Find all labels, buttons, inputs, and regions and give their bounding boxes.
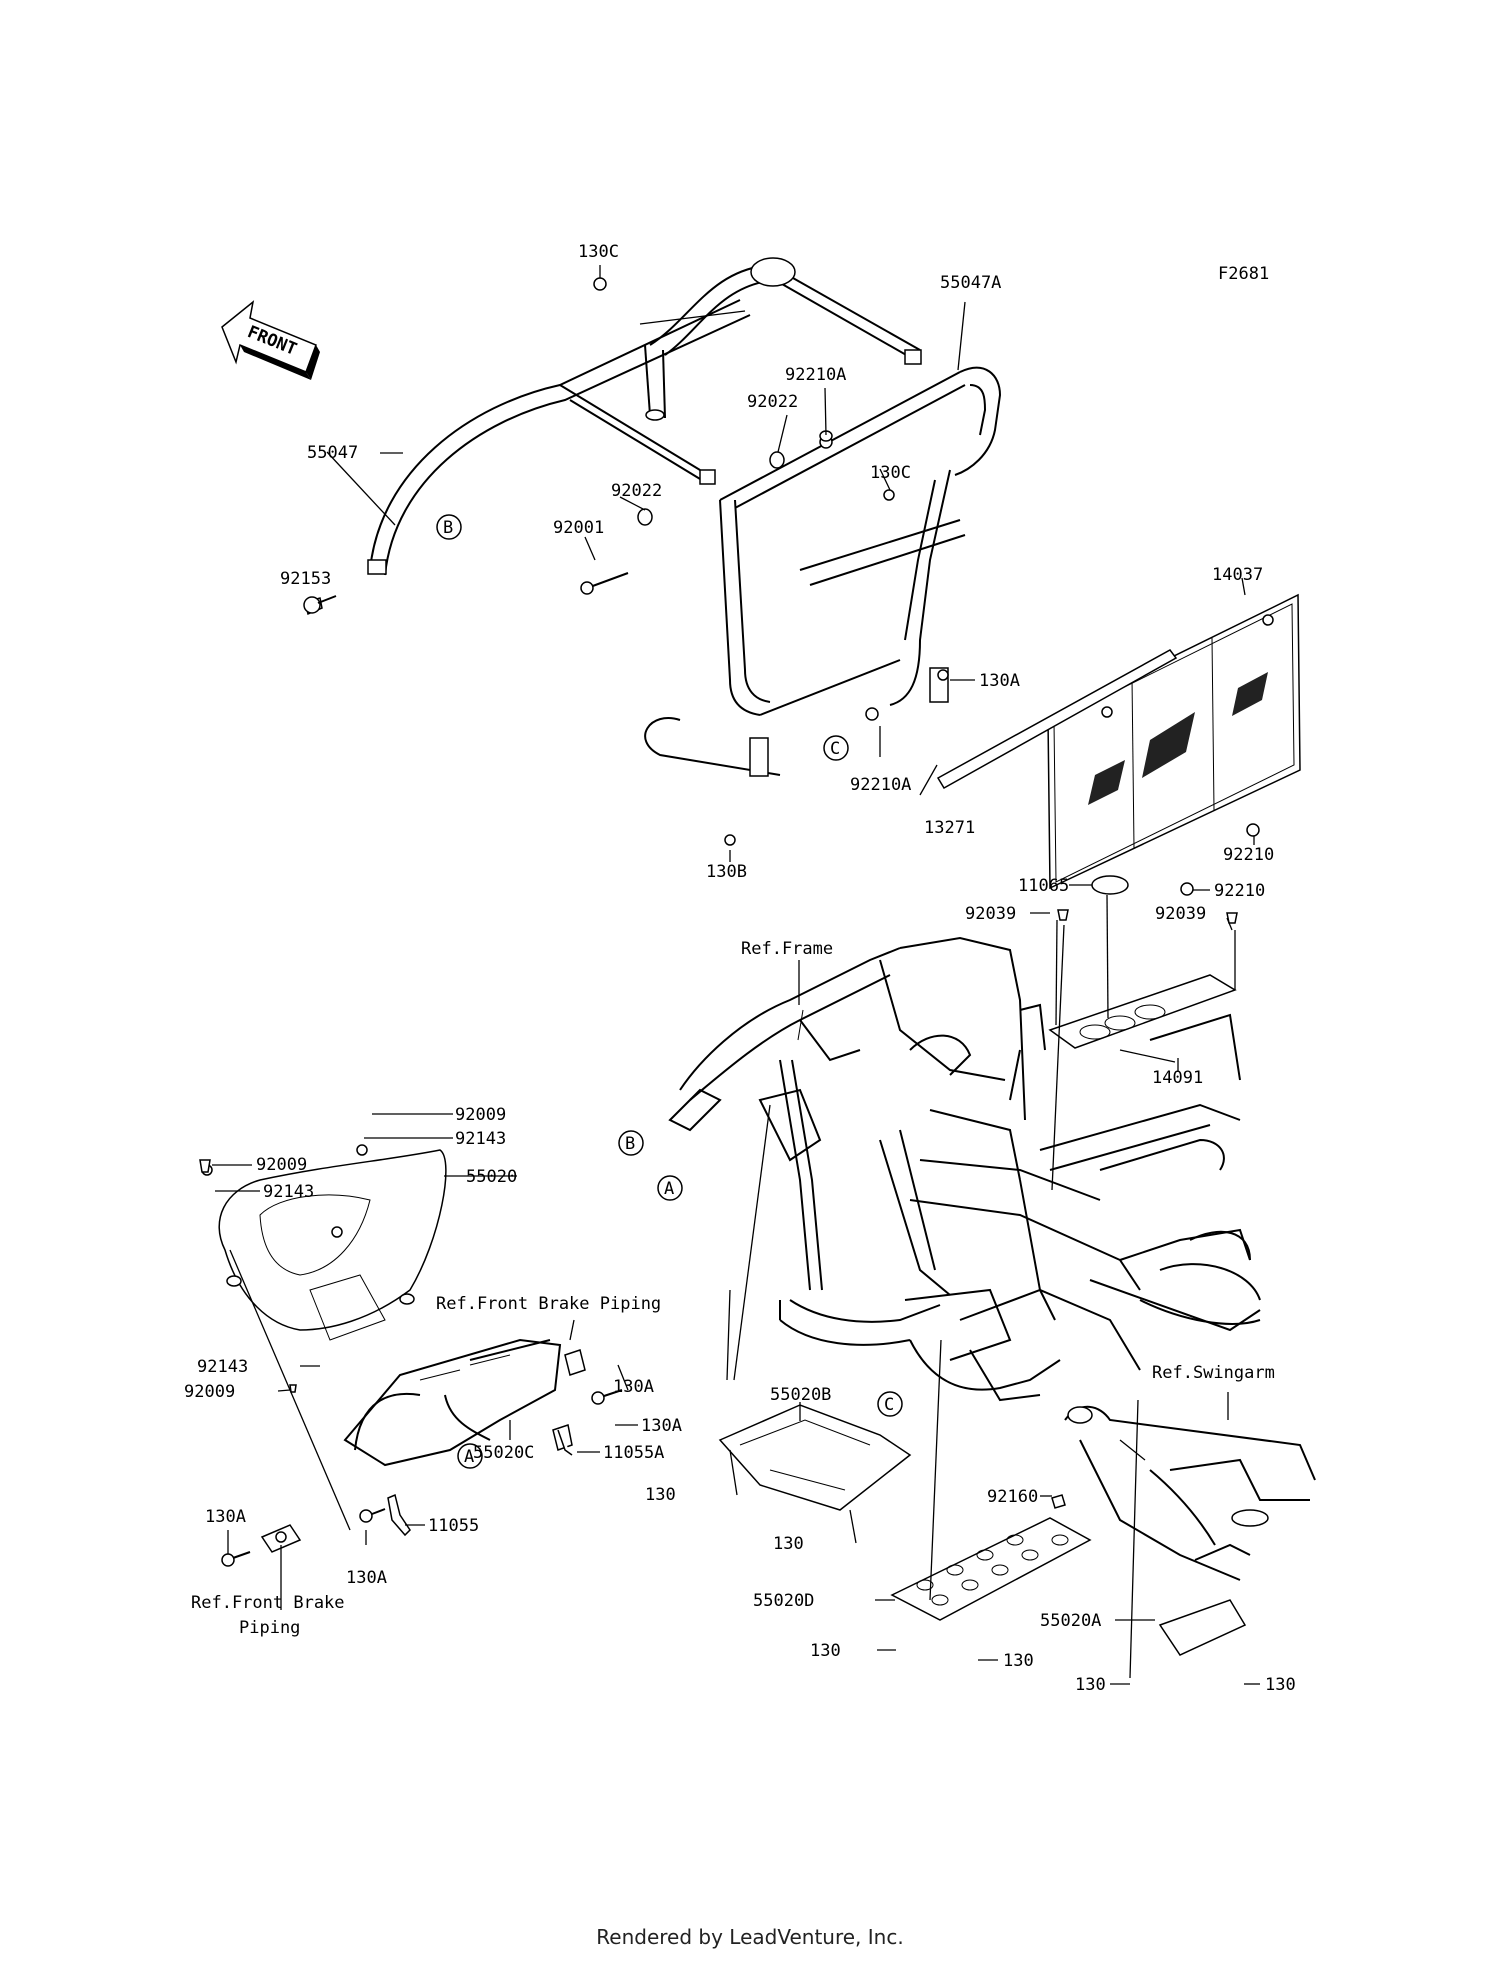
label-92039-right: 92039 — [1155, 904, 1206, 924]
label-130A-low-left: 130A — [205, 1507, 246, 1527]
callout-circles: B C B A C A — [436, 514, 903, 1469]
label-92009-left: 92009 — [256, 1155, 307, 1175]
label-130-b2: 130 — [773, 1534, 804, 1554]
label-55047: 55047 — [307, 443, 358, 463]
main-frame — [668, 936, 1261, 1402]
label-11055: 11055 — [428, 1516, 479, 1536]
label-92210-1: 92210 — [1223, 845, 1274, 865]
label-130-b1: 130 — [645, 1485, 676, 1505]
label-92022-mid: 92022 — [611, 481, 662, 501]
label-130C-mid: 130C — [870, 463, 911, 483]
label-92210-2: 92210 — [1214, 881, 1265, 901]
front-arrow-icon: FRONT — [221, 300, 320, 380]
callout-c-frame: C — [884, 1395, 894, 1415]
label-92009-top: 92009 — [455, 1105, 506, 1125]
figure-code: F2681 — [1218, 264, 1269, 284]
ref-swingarm: Ref.Swingarm — [1152, 1363, 1275, 1383]
label-55020B: 55020B — [770, 1385, 831, 1405]
callout-a-bracket: A — [464, 1447, 474, 1467]
trim-strip-13271 — [936, 649, 1178, 790]
label-11065: 11065 — [1018, 876, 1069, 896]
label-92143-low: 92143 — [197, 1357, 248, 1377]
rear-cage-55047A — [644, 366, 1002, 777]
leader-lines — [212, 265, 1260, 1685]
callout-b-frame: B — [625, 1134, 635, 1154]
label-130B: 130B — [706, 862, 747, 882]
label-92153: 92153 — [280, 569, 331, 589]
swingarm — [1064, 1405, 1316, 1581]
label-130-a2: 130 — [1265, 1675, 1296, 1695]
label-55020C: 55020C — [473, 1443, 534, 1463]
label-92210A-low: 92210A — [850, 775, 911, 795]
misc-small-parts — [199, 1144, 1066, 1567]
label-55047A: 55047A — [940, 273, 1001, 293]
label-130A-brk2: 130A — [641, 1416, 682, 1436]
label-92001: 92001 — [553, 518, 604, 538]
front-bumper-55020 — [218, 1149, 447, 1341]
label-130A-low-mid: 130A — [346, 1568, 387, 1588]
ref-front-brake-piping-bottom-1: Ref.Front Brake — [191, 1593, 345, 1613]
reference-notes: Ref.Frame Ref.Front Brake Piping Ref.Fro… — [191, 939, 1275, 1638]
ref-front-brake-piping-top: Ref.Front Brake Piping — [436, 1294, 661, 1314]
mesh-panel-14037 — [1047, 593, 1301, 890]
label-13271: 13271 — [924, 818, 975, 838]
ref-frame: Ref.Frame — [741, 939, 833, 959]
roll-cage-55047 — [367, 257, 922, 576]
label-11055A: 11055A — [603, 1443, 664, 1463]
label-14037: 14037 — [1212, 565, 1263, 585]
label-92039-left: 92039 — [965, 904, 1016, 924]
label-14091: 14091 — [1152, 1068, 1203, 1088]
label-92160: 92160 — [987, 1487, 1038, 1507]
callout-c-top: C — [830, 739, 840, 759]
label-130A-brk1: 130A — [613, 1377, 654, 1397]
label-130-d1: 130 — [810, 1641, 841, 1661]
label-130C-top: 130C — [578, 242, 619, 262]
hardware-fasteners — [303, 277, 1260, 924]
part-labels: 130C 55047A 92210A 92022 55047 92022 130… — [184, 242, 1296, 1695]
label-55020A: 55020A — [1040, 1611, 1101, 1631]
label-130A-rack: 130A — [979, 671, 1020, 691]
skid-plate-55020D — [890, 1517, 1092, 1621]
footer-credit: Rendered by LeadVenture, Inc. — [596, 1925, 904, 1949]
label-92009-low: 92009 — [184, 1382, 235, 1402]
label-130-d2: 130 — [1003, 1651, 1034, 1671]
ref-front-brake-piping-bottom-2: Piping — [239, 1618, 300, 1638]
plate-14091 — [1048, 974, 1237, 1049]
label-92143-top: 92143 — [455, 1129, 506, 1149]
label-92022-top: 92022 — [747, 392, 798, 412]
callout-b-top: B — [443, 518, 453, 538]
skid-plate-55020A — [1158, 1599, 1247, 1656]
callout-a-frame: A — [664, 1179, 674, 1199]
label-55020D: 55020D — [753, 1591, 814, 1611]
label-130-a1: 130 — [1075, 1675, 1106, 1695]
label-92210A-top: 92210A — [785, 365, 846, 385]
front-bracket-55020C — [343, 1338, 586, 1467]
skid-plate-55020B — [718, 1404, 912, 1511]
label-55020: 55020 — [466, 1167, 517, 1187]
label-92143-left: 92143 — [263, 1182, 314, 1202]
